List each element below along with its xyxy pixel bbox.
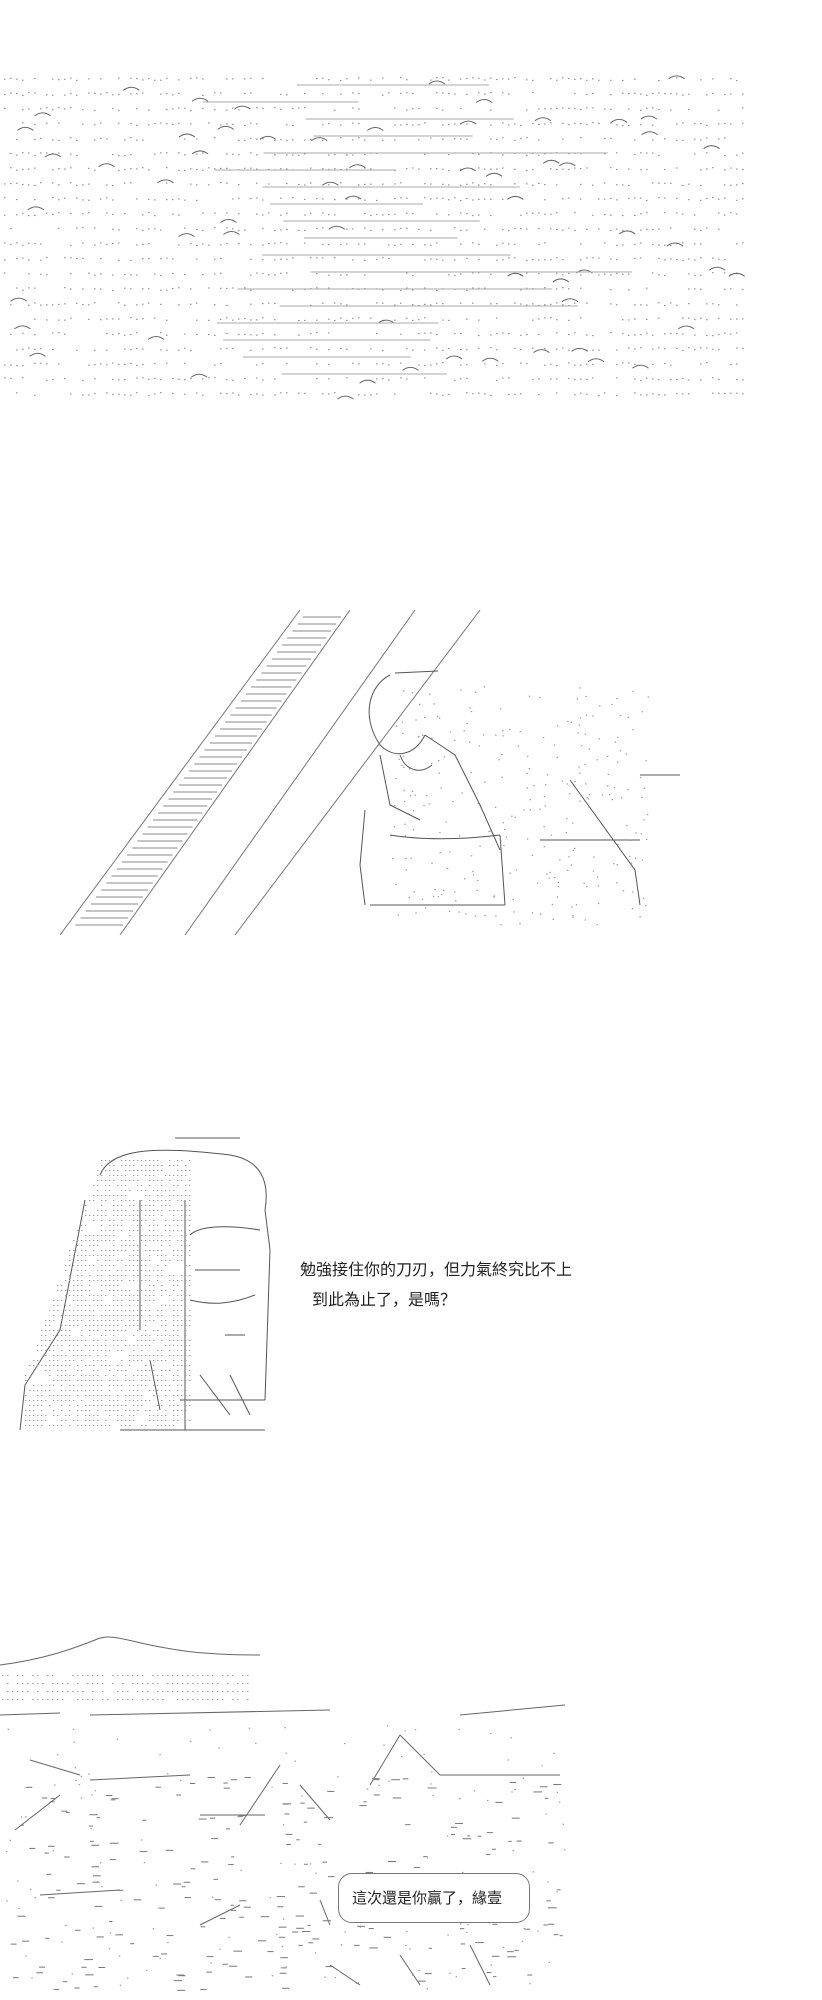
forest-canopy-icon bbox=[4, 75, 746, 400]
panel-landscape: 這次還是你贏了，緣壹 bbox=[0, 1625, 580, 2000]
dialogue-line-1: 勉強接住你的刀刃，但力氣終究比不上 bbox=[300, 1260, 573, 1279]
speech-bubble bbox=[338, 1873, 530, 1923]
panel-dialogue: 勉強接住你的刀刃，但力氣終究比不上 到此為止了，是嗎？ bbox=[0, 1130, 822, 1440]
figure-in-moonlight-icon bbox=[60, 609, 680, 935]
panel-forest bbox=[0, 55, 760, 425]
mountain-landscape-icon bbox=[0, 1636, 566, 1991]
speech-bubble-text: 這次還是你贏了，緣壹 bbox=[352, 1889, 503, 1907]
panel-moonlight bbox=[60, 605, 700, 935]
hooded-figure-icon bbox=[19, 1137, 271, 1431]
dialogue-line-2: 到此為止了，是嗎？ bbox=[312, 1290, 457, 1309]
